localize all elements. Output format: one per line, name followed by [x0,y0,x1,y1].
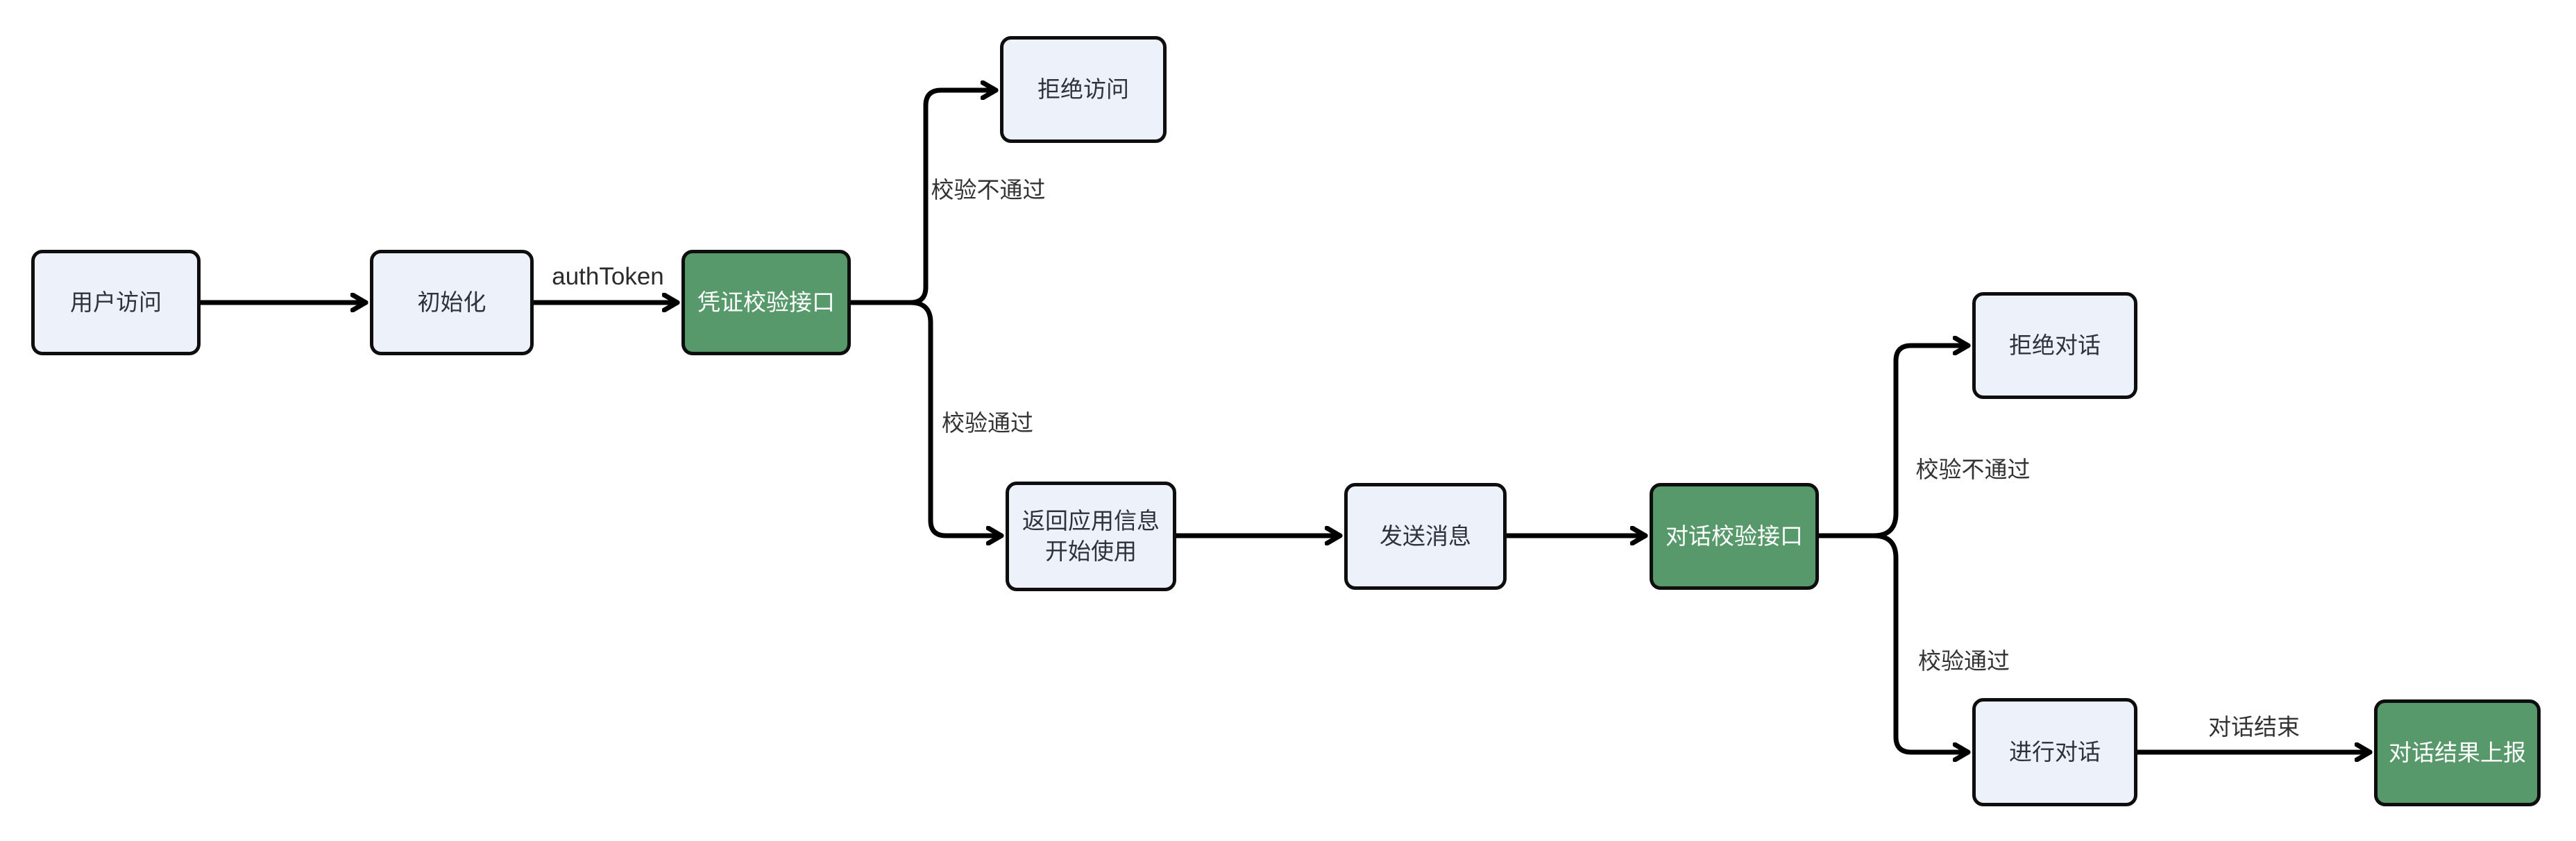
node-label: 拒绝访问 [1037,76,1129,102]
node-label-line1: 返回应用信息 [1022,508,1160,534]
node-label: 进行对话 [2009,739,2101,765]
node-dialog-check-api: 对话校验接口 [1650,483,1819,590]
node-deny-access: 拒绝访问 [1000,36,1167,143]
node-deny-dialog: 拒绝对话 [1972,292,2137,399]
node-label: 发送消息 [1380,523,1471,549]
edge-label-check-pass-1: 校验通过 [942,410,1033,436]
node-credential-check-api: 凭证校验接口 [681,250,851,355]
node-label: 初始化 [417,289,486,315]
node-return-app-info: 返回应用信息 开始使用 [1006,482,1176,591]
node-conduct-dialog: 进行对话 [1972,698,2137,806]
node-label: 凭证校验接口 [697,289,835,315]
node-label: 用户访问 [70,289,162,315]
edge-label-dialog-end: 对话结束 [2208,714,2300,740]
node-label: 对话结果上报 [2389,740,2526,765]
edge-credential-check-api-to-return-app-info [848,300,1004,536]
node-send-message: 发送消息 [1344,483,1507,590]
node-report-dialog-result: 对话结果上报 [2374,699,2541,806]
edge-label-check-fail-2: 校验不通过 [1915,457,2031,482]
node-label: 拒绝对话 [2009,332,2101,358]
edge-label-check-pass-2: 校验通过 [1918,648,2010,674]
node-user-access: 用户访问 [31,250,201,355]
edge-label-check-fail-1: 校验不通过 [931,177,1046,203]
edge-label-auth-token: authToken [552,263,664,290]
node-label-line2: 开始使用 [1045,538,1137,564]
edge-dialog-check-api-to-conduct-dialog [1816,533,1971,752]
edge-dialog-check-api-to-deny-dialog [1816,346,1971,538]
node-init: 初始化 [370,250,534,355]
node-label: 对话校验接口 [1666,523,1803,549]
